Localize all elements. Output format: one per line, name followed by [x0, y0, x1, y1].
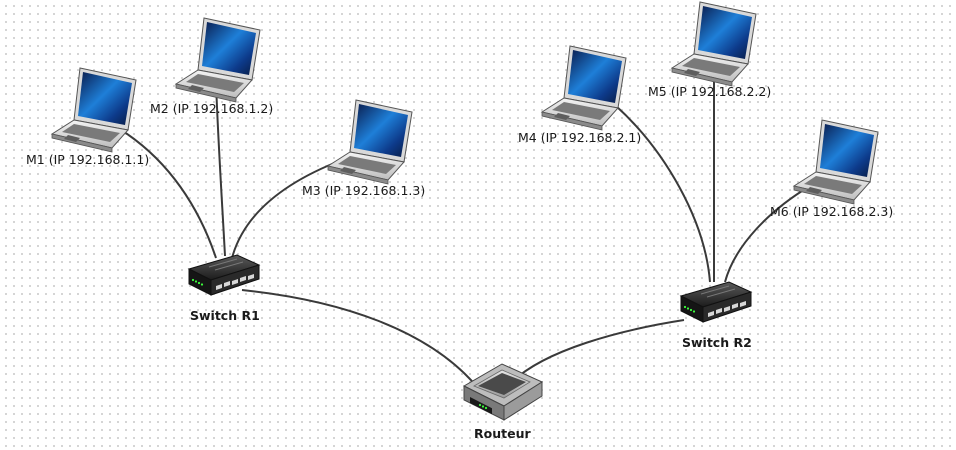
link-m1-switch-r1	[117, 127, 217, 259]
machine-label-m6: M6 (IP 192.168.2.3)	[770, 204, 893, 219]
laptop-icon-m2[interactable]	[175, 17, 261, 103]
link-switch-r2-routeur	[511, 319, 685, 383]
link-m4-switch-r2	[614, 104, 711, 283]
router-label: Routeur	[474, 426, 531, 441]
switch-label-r2: Switch R2	[682, 335, 752, 350]
laptop-icon-m6[interactable]	[793, 119, 879, 205]
link-m3-switch-r1	[231, 159, 343, 259]
link-switch-r1-routeur	[241, 289, 479, 389]
laptop-icon-m3[interactable]	[327, 99, 413, 185]
switch-icon-r1[interactable]	[188, 254, 260, 296]
machine-label-m5: M5 (IP 192.168.2.2)	[648, 84, 771, 99]
machine-label-m4: M4 (IP 192.168.2.1)	[518, 130, 641, 145]
machine-label-m3: M3 (IP 192.168.1.3)	[302, 183, 425, 198]
router-icon[interactable]	[463, 363, 543, 421]
switch-label-r1: Switch R1	[190, 308, 260, 323]
link-m6-switch-r2	[724, 185, 811, 283]
link-m2-switch-r1	[215, 81, 226, 257]
cables	[117, 70, 811, 389]
laptop-icon-m5[interactable]	[671, 1, 757, 87]
laptop-icon-m1[interactable]	[51, 67, 137, 153]
laptop-icon-m4[interactable]	[541, 45, 627, 131]
switch-icon-r2[interactable]	[680, 281, 752, 323]
machine-label-m1: M1 (IP 192.168.1.1)	[26, 152, 149, 167]
machine-label-m2: M2 (IP 192.168.1.2)	[150, 101, 273, 116]
